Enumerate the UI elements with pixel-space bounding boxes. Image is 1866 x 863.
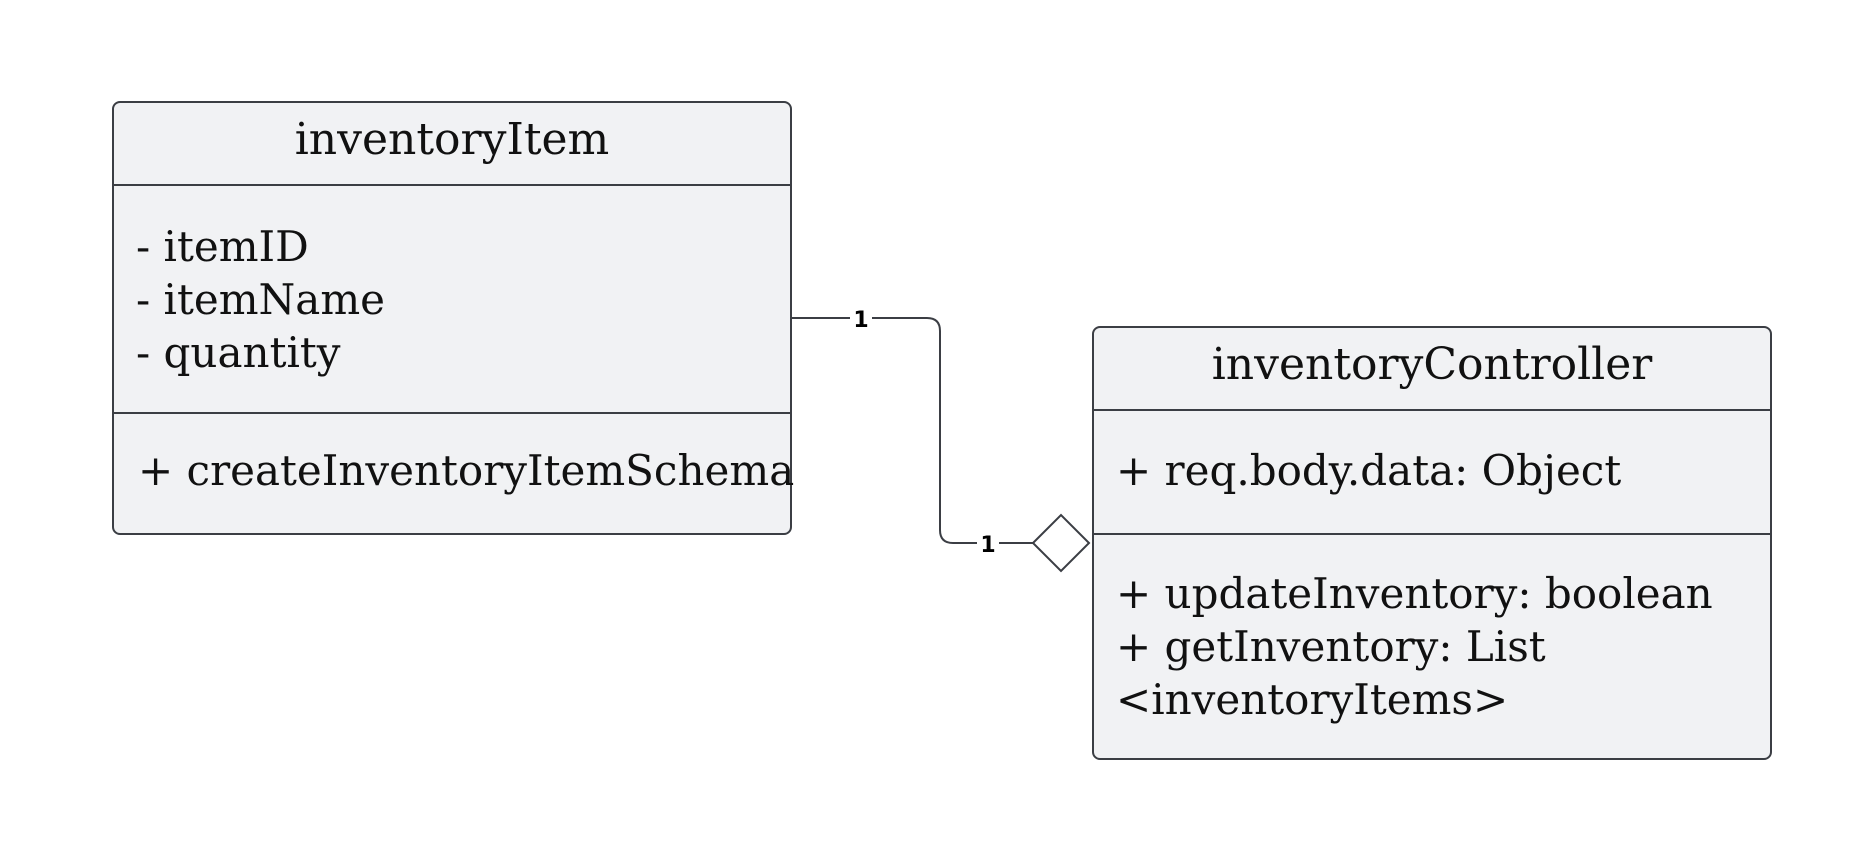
source-multiplicity-label: 1: [853, 308, 868, 333]
attribute: - itemID: [136, 222, 309, 271]
attribute: - quantity: [136, 328, 341, 377]
divider: [114, 184, 790, 186]
class-name-section: inventoryController: [1094, 328, 1770, 410]
target-multiplicity-label: 1: [980, 533, 995, 558]
divider: [1094, 409, 1770, 411]
method: <inventoryItems>: [1116, 675, 1509, 724]
relationship-line: [790, 317, 1033, 544]
aggregation-diamond-icon: [1031, 513, 1091, 573]
methods-section: + updateInventory: boolean + getInventor…: [1094, 535, 1770, 760]
inventory-item-class[interactable]: inventoryItem - itemID - itemName - quan…: [112, 101, 795, 535]
attributes-section: - itemID - itemName - quantity: [114, 186, 790, 412]
inventory-controller-class[interactable]: inventoryController + req.body.data: Obj…: [1092, 326, 1772, 760]
divider: [114, 412, 790, 414]
attributes-section: + req.body.data: Object: [1094, 411, 1770, 533]
method: + createInventoryItemSchema: [138, 446, 795, 495]
attribute: + req.body.data: Object: [1116, 446, 1622, 495]
class-name: inventoryItem: [294, 114, 610, 165]
class-name: inventoryController: [1211, 339, 1653, 390]
methods-section: + createInventoryItemSchema: [114, 414, 795, 535]
method: + getInventory: List: [1116, 622, 1546, 671]
divider: [1094, 533, 1770, 535]
method: + updateInventory: boolean: [1116, 569, 1713, 618]
attribute: - itemName: [136, 275, 386, 324]
class-name-section: inventoryItem: [114, 103, 790, 185]
